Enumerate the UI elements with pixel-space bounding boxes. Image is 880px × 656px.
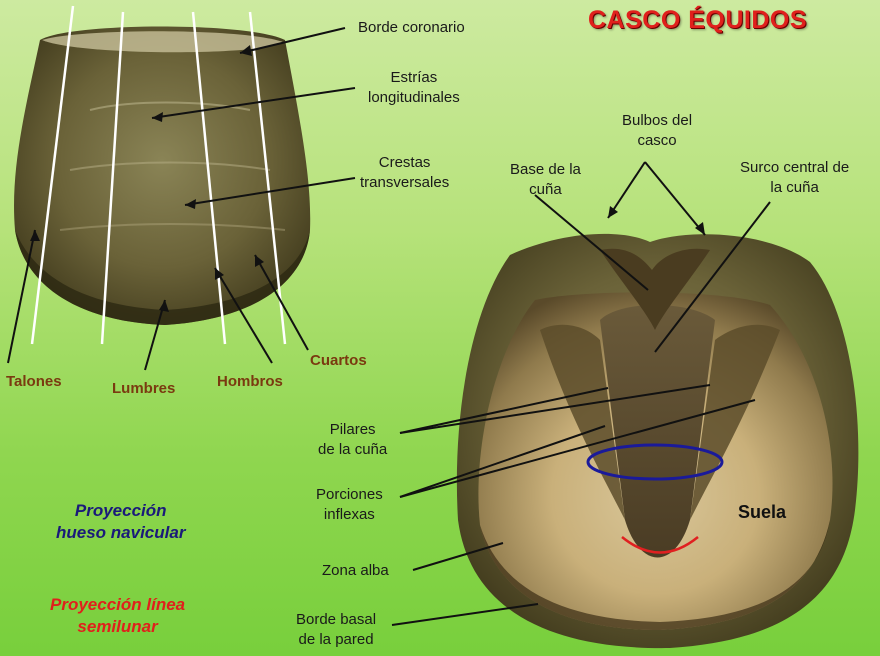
label-line: transversales <box>360 174 450 191</box>
label-line: Pilares <box>329 421 376 438</box>
label-porciones-inflexas: Porciones inflexas <box>316 485 383 525</box>
label-line: casco <box>637 132 677 149</box>
pointer-lines <box>7 27 771 626</box>
label-borde-coronario: Borde coronario <box>358 19 465 36</box>
label-borde-basal: Borde basal de la pared <box>296 610 376 650</box>
semilunar-line-arc <box>621 536 699 554</box>
label-crestas-transversales: Crestas transversales <box>360 153 449 193</box>
page-title: CASCO ÉQUIDOS <box>588 6 808 34</box>
label-suela: Suela <box>738 502 787 522</box>
legend-line: hueso navicular <box>56 523 186 542</box>
legend-line: Proyección línea <box>50 595 186 614</box>
label-line: de la cuña <box>318 441 388 458</box>
label-cuartos: Cuartos <box>310 352 367 369</box>
legend-navicular: Proyección hueso navicular <box>56 500 185 544</box>
label-line: longitudinales <box>368 89 460 106</box>
label-line: Porciones <box>316 486 383 503</box>
label-hombros: Hombros <box>217 373 283 390</box>
label-base-de-la-cuna: Base de la cuña <box>510 160 581 200</box>
label-line: de la pared <box>298 631 374 648</box>
label-line: Surco central de <box>740 159 850 176</box>
navicular-projection-ellipse <box>586 443 724 481</box>
label-zona-alba: Zona alba <box>322 562 389 579</box>
label-line: Borde basal <box>296 611 377 628</box>
hoof-solar-view <box>456 233 859 649</box>
legend-line: semilunar <box>77 617 158 636</box>
label-line: Crestas <box>378 154 431 171</box>
label-bulbos-del-casco: Bulbos del casco <box>622 111 692 151</box>
label-line: cuña <box>529 181 562 198</box>
label-lumbres: Lumbres <box>112 380 176 397</box>
arrowheads <box>30 45 705 312</box>
legend-line: Proyección <box>74 501 167 520</box>
legend-semilunar: Proyección línea semilunar <box>50 594 185 638</box>
hoof-zone-lines <box>30 5 287 345</box>
hoof-lateral-view <box>14 26 311 325</box>
label-line: Base de la <box>510 161 581 178</box>
label-line: Bulbos del <box>622 112 693 129</box>
label-line: Estrías <box>390 69 438 86</box>
label-pilares-de-la-cuna: Pilares de la cuña <box>318 420 387 460</box>
label-estrias-longitudinales: Estrías longitudinales <box>368 68 460 108</box>
label-talones: Talones <box>6 373 62 390</box>
label-line: la cuña <box>770 179 819 196</box>
label-surco-central: Surco central de la cuña <box>740 158 849 198</box>
label-line: inflexas <box>323 506 375 523</box>
